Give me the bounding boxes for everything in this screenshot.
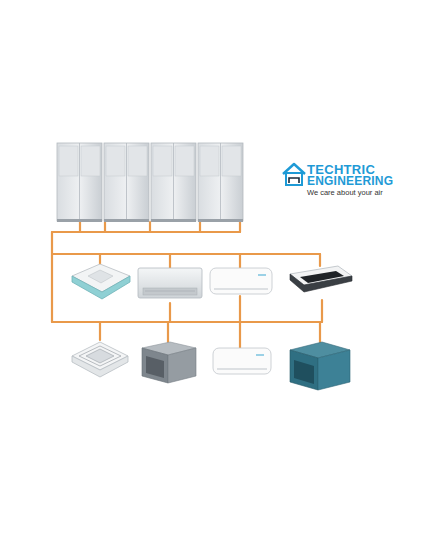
refrigerant-pipe <box>51 232 53 322</box>
outdoor-unit-bank <box>79 143 80 221</box>
outdoor-unit-bank <box>198 143 243 221</box>
outdoor-unit-bank <box>175 146 194 176</box>
outdoor-unit-bank <box>104 219 149 222</box>
logo-icon <box>283 164 305 185</box>
outdoor-unit-bank <box>57 219 102 222</box>
indoor-unit-row-2 <box>213 348 271 374</box>
indoor-unit-row-2 <box>217 368 267 370</box>
indoor-unit-row-1 <box>138 268 202 298</box>
outdoor-unit-bank <box>57 143 102 222</box>
logo-icon <box>286 173 302 185</box>
indoor-unit-row-1 <box>214 288 268 290</box>
indoor-unit-row-2 <box>294 360 314 384</box>
outdoor-unit-bank <box>220 143 221 221</box>
outdoor-unit-bank <box>153 146 172 176</box>
refrigerant-pipe <box>80 222 240 232</box>
indoor-unit-row-2 <box>146 356 164 378</box>
indoor-unit-row-1 <box>143 288 197 295</box>
outdoor-unit-bank <box>198 143 243 222</box>
indoor-unit-row-1 <box>88 270 113 283</box>
indoor-unit-row-1 <box>258 274 266 276</box>
indoor-unit-row-2 <box>86 349 114 363</box>
logo-icon <box>289 178 299 183</box>
indoor-unit-row-2 <box>318 350 350 390</box>
outdoor-unit-bank <box>104 143 149 221</box>
refrigerant-pipe <box>100 254 320 268</box>
outdoor-unit-bank <box>57 143 102 221</box>
refrigerant-pipe <box>52 222 322 348</box>
refrigerant-pipe <box>52 321 322 323</box>
outdoor-unit-bank <box>104 143 149 222</box>
indoor-unit-row-1 <box>145 291 195 292</box>
refrigerant-pipe <box>52 253 320 255</box>
outdoor-unit-bank <box>128 146 147 176</box>
indoor-unit-row-1 <box>72 264 352 299</box>
indoor-unit-row-2 <box>256 354 264 356</box>
indoor-unit-row-1 <box>72 264 130 292</box>
indoor-unit-row-1 <box>300 271 344 283</box>
outdoor-unit-bank <box>126 143 127 221</box>
refrigerant-pipe <box>52 231 240 233</box>
outdoor-unit-bank <box>57 143 243 222</box>
outdoor-unit-bank <box>173 143 174 221</box>
outdoor-unit-bank <box>81 146 100 176</box>
outdoor-unit-bank <box>151 143 196 221</box>
indoor-unit-row-1 <box>210 268 272 294</box>
indoor-unit-row-2 <box>168 348 196 383</box>
indoor-unit-row-2 <box>72 342 350 390</box>
indoor-unit-row-2 <box>142 348 168 383</box>
indoor-unit-row-2 <box>79 346 121 366</box>
outdoor-unit-bank <box>222 146 241 176</box>
refrigerant-pipe <box>100 322 320 348</box>
outdoor-unit-bank <box>200 146 219 176</box>
outdoor-unit-bank <box>198 219 243 222</box>
outdoor-unit-bank <box>151 219 196 222</box>
outdoor-unit-bank <box>106 146 125 176</box>
indoor-unit-row-2 <box>290 350 318 390</box>
logo-tagline: We care about your air <box>307 189 383 197</box>
outdoor-unit-bank <box>59 146 78 176</box>
logo-wordmark: ENGINEERING <box>307 175 393 187</box>
refrigerant-pipe <box>170 296 322 322</box>
outdoor-unit-bank <box>151 143 196 222</box>
